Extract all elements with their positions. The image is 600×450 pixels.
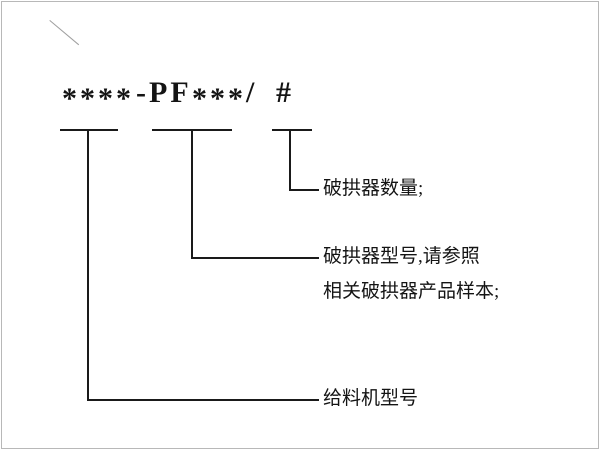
callout-count-horizontal-line: [289, 189, 319, 191]
callout-count-label: 破拱器数量;: [323, 178, 424, 199]
callout-model-label-line1: 破拱器型号,请参照: [323, 246, 480, 267]
underline-prefix: [60, 129, 118, 131]
code-count: #: [276, 76, 294, 109]
callout-model-horizontal-line: [191, 257, 319, 259]
callout-feeder-vertical-line: [87, 129, 89, 401]
scan-artifact-line: [49, 20, 80, 46]
code-spec: ***: [192, 82, 246, 115]
callout-model-label-line2: 相关破拱器产品样本;: [323, 281, 500, 302]
code-series: -PF: [136, 76, 192, 109]
callout-model-vertical-line: [191, 129, 193, 259]
code-prefix: ****: [62, 82, 134, 115]
code-slash: /: [246, 76, 258, 109]
callout-feeder-label: 给料机型号: [323, 388, 419, 409]
callout-feeder-horizontal-line: [87, 399, 319, 401]
underline-count: [272, 129, 312, 131]
callout-count-vertical-line: [289, 129, 291, 191]
